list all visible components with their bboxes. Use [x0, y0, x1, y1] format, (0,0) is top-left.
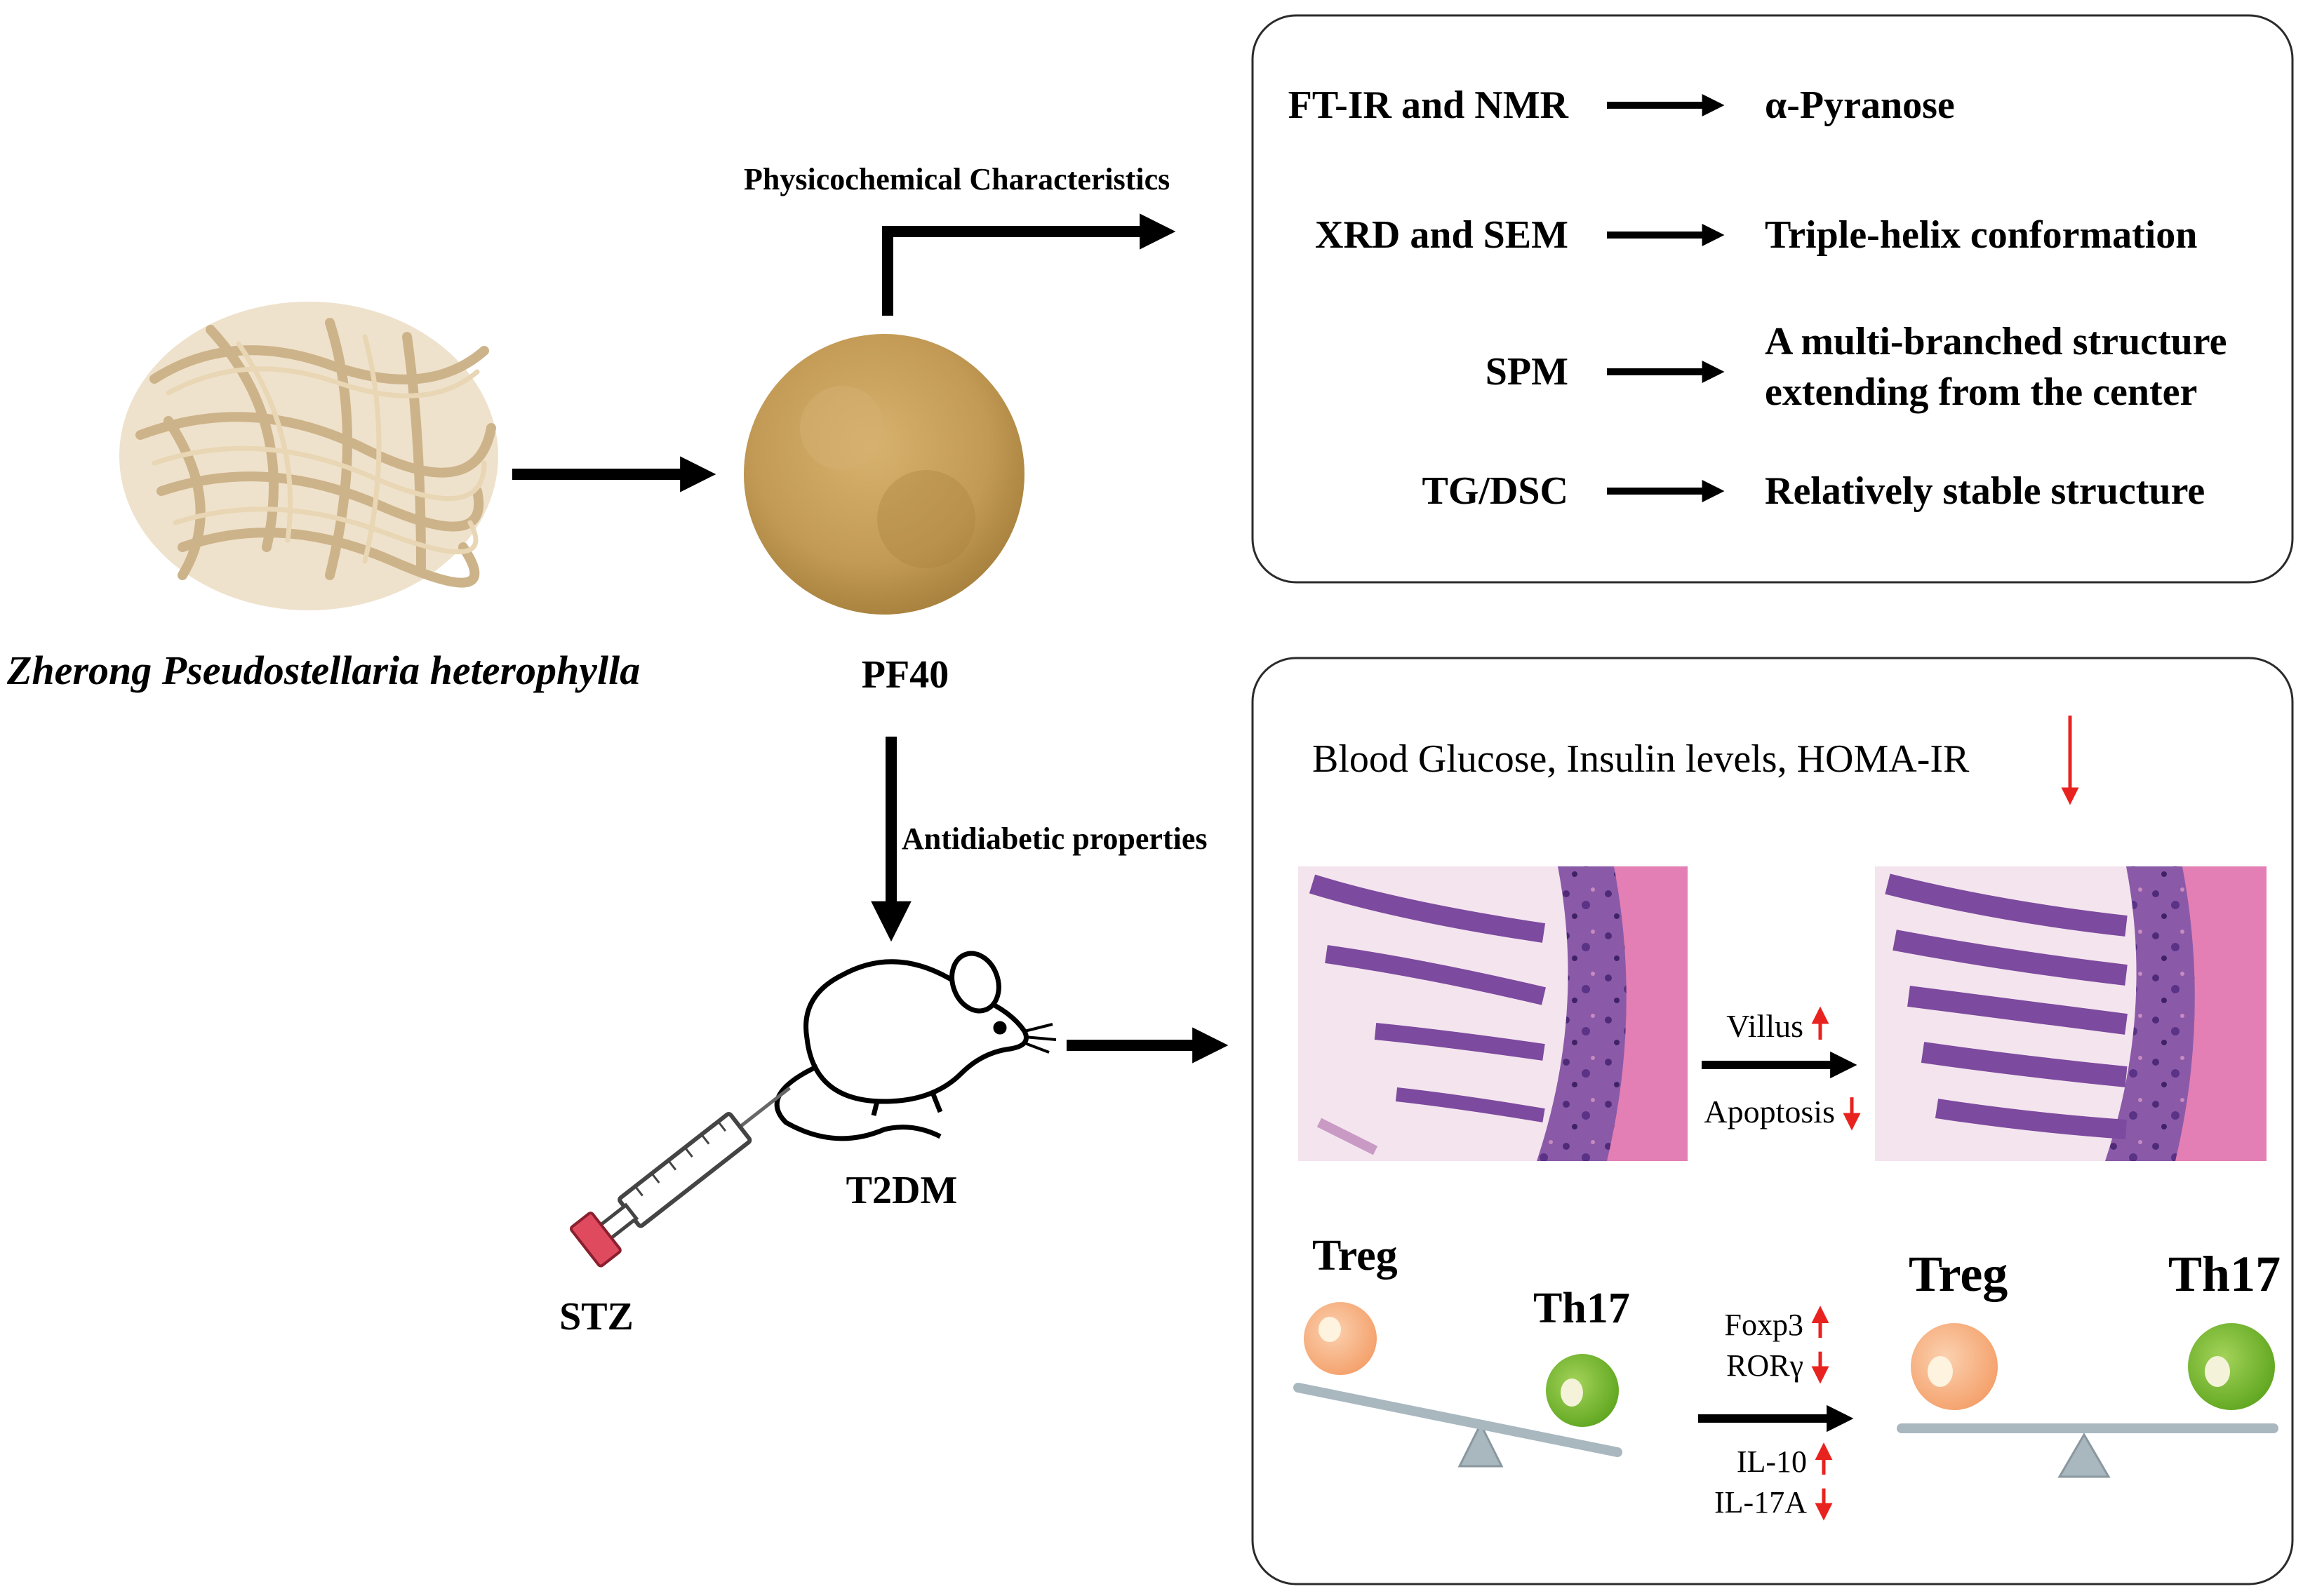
change-label: Foxp3: [1725, 1306, 1829, 1342]
histology-after-image: [1875, 866, 2267, 1161]
characteristic-row: SPM A multi-branched structure extending f…: [1486, 320, 2227, 414]
characteristic-method: TG/DSC: [1422, 469, 1569, 513]
change-label: Apoptosis: [1704, 1094, 1861, 1131]
characteristic-row: FT-IR and NMR α-Pyranose: [1288, 83, 1955, 127]
t2dm-label: T2DM: [846, 1169, 958, 1212]
characteristics-panel: [1251, 14, 2294, 584]
seesaw-balanced: [1897, 1323, 2278, 1478]
physicochemical-label: Physicochemical Characteristics: [744, 162, 1170, 196]
characteristic-method: XRD and SEM: [1315, 213, 1568, 257]
blood-markers-text: Blood Glucose, Insulin levels, HOMA-IR: [1312, 737, 1970, 781]
antidiabetic-label: Antidiabetic properties: [902, 822, 1208, 856]
characteristic-result: Relatively stable structure: [1765, 469, 2205, 513]
characteristic-result: α-Pyranose: [1765, 83, 1955, 127]
change-label: IL-17A: [1714, 1485, 1833, 1521]
change-label: RORγ: [1726, 1348, 1829, 1384]
change-label: IL-10: [1737, 1442, 1833, 1479]
mouse-illustration: [774, 951, 1057, 1141]
change-label-text: Foxp3: [1725, 1308, 1803, 1342]
change-label-text: IL-10: [1737, 1444, 1807, 1479]
pf40-label: PF40: [862, 653, 949, 697]
change-label-text: Villus: [1726, 1008, 1803, 1044]
th17-label-right: Th17: [2168, 1246, 2281, 1302]
characteristic-row: TG/DSC Relatively stable structure: [1422, 469, 2205, 513]
stz-label: STZ: [559, 1295, 634, 1339]
characteristic-result: Triple-helix conformation: [1765, 213, 2197, 257]
characteristic-result: A multi-branched structure: [1765, 320, 2227, 363]
treg-cell-right: [1911, 1323, 1998, 1410]
characteristic-row: XRD and SEM Triple-helix conformation: [1315, 213, 2197, 257]
syringe-illustration: [569, 1086, 792, 1268]
seesaw-imbalanced: [1293, 1302, 1622, 1468]
change-label-text: Apoptosis: [1704, 1094, 1835, 1129]
histology-before-image: [1298, 866, 1688, 1161]
treg-label-left: Treg: [1312, 1232, 1398, 1280]
pf40-powder-illustration: [744, 334, 1024, 615]
treg-label-right: Treg: [1909, 1246, 2008, 1302]
th17-cell-right: [2188, 1323, 2275, 1410]
change-label-text: IL-17A: [1714, 1485, 1807, 1520]
arrow-pf40-to-characteristics: [882, 213, 1176, 316]
characteristic-result: extending from the center: [1765, 370, 2197, 414]
change-label: Villus: [1726, 1006, 1829, 1044]
source-label: Zherong Pseudostellaria heterophylla: [6, 648, 640, 693]
change-label-text: RORγ: [1726, 1348, 1803, 1383]
characteristic-method: SPM: [1486, 350, 1568, 394]
treg-cell-left: [1304, 1302, 1377, 1375]
th17-label-left: Th17: [1533, 1285, 1630, 1332]
characteristic-method: FT-IR and NMR: [1288, 83, 1569, 127]
pseudostellaria-roots-illustration: [119, 302, 498, 610]
